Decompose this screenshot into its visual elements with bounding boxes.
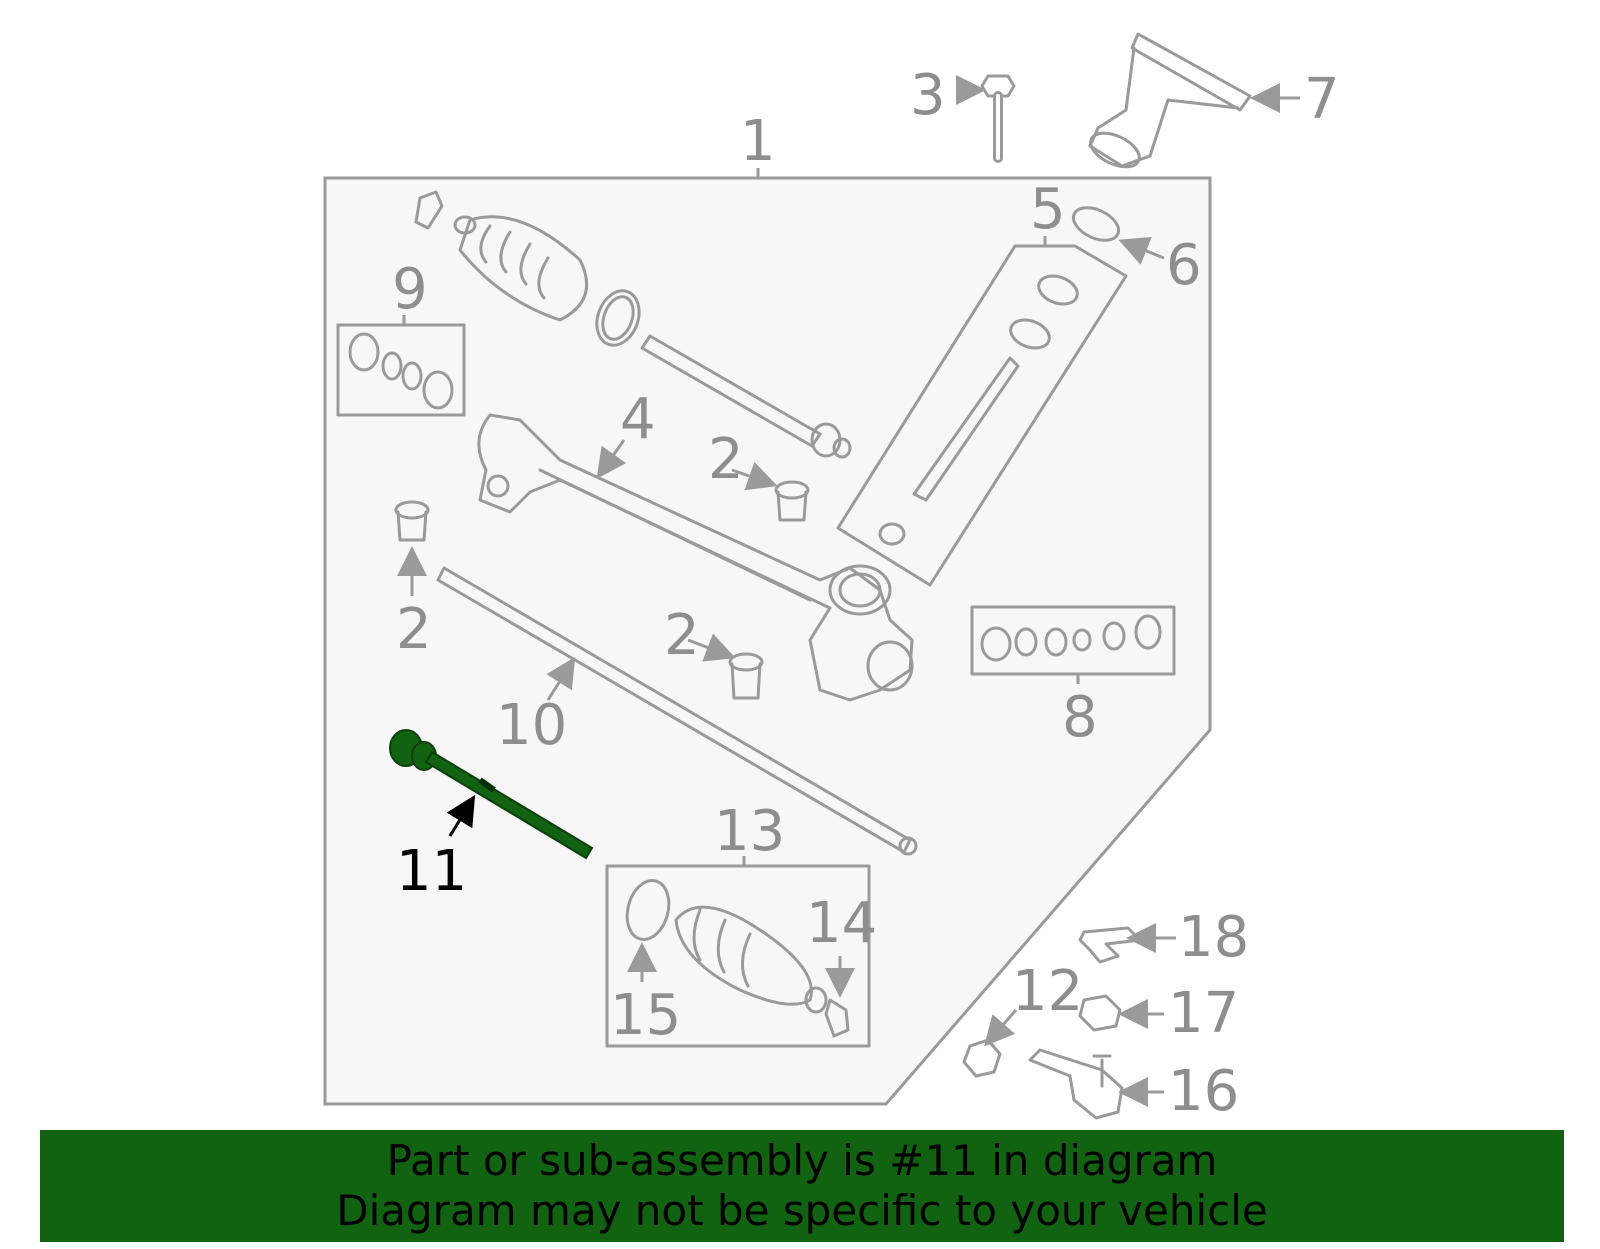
label-2-left: 2 [396,597,432,662]
leader-11 [446,794,476,837]
leader-2-bottom [687,633,736,662]
label-17: 17 [1168,981,1239,1046]
label-4: 4 [620,387,656,452]
leader-6 [1118,236,1165,265]
label-18: 18 [1178,905,1249,970]
inner-tie-rod-gray [640,334,852,459]
label-14: 14 [806,891,877,956]
label-7: 7 [1304,67,1340,132]
outer-tie-rod-end-16 [1028,1048,1124,1120]
boot-kit-box-13 [605,864,871,1048]
leader-10 [546,656,576,701]
label-13: 13 [714,799,785,864]
nut-17 [1078,994,1122,1032]
label-15: 15 [610,983,681,1048]
leader-2-top [731,461,778,491]
pinion-parts-5 [878,274,1079,546]
bolt-part-3 [980,74,1016,163]
label-11: 11 [396,839,467,904]
label-16: 16 [1168,1059,1239,1124]
boot-kit-13-parts [625,879,850,1038]
label-6: 6 [1166,233,1202,298]
pinion-box-5 [836,244,1128,587]
label-1: 1 [740,109,776,174]
rack-housing-4 [477,413,914,702]
bushing-2-left [394,500,430,542]
banner-line-1: Part or sub-assembly is #11 in diagram [386,1136,1218,1185]
bracket-part-7 [1088,32,1252,169]
label-9: 9 [392,257,428,322]
bushing-2-bottom [728,652,764,700]
label-5: 5 [1030,177,1066,242]
seal-kit-box-9 [336,323,466,417]
inner-tie-rod-11[interactable] [389,729,594,860]
leader-12 [984,1009,1018,1047]
info-banner: Part or sub-assembly is #11 in diagram D… [40,1130,1564,1242]
clip-18 [1078,926,1142,964]
label-3: 3 [910,63,946,128]
label-8: 8 [1062,685,1098,750]
label-2-top: 2 [708,427,744,492]
banner-line-2: Diagram may not be specific to your vehi… [336,1186,1268,1235]
boot-assembly-top [414,190,641,347]
o-ring-6 [1071,206,1121,242]
seal-kit-9-seals [348,332,454,410]
leader-4 [596,439,627,479]
label-10: 10 [496,693,567,758]
label-12: 12 [1012,959,1083,1024]
rack-bar-10 [436,566,918,856]
nut-12 [962,1038,1002,1078]
seal-kit-box-8 [970,605,1176,676]
label-2-bottom: 2 [664,603,700,668]
seal-kit-8-seals [980,614,1162,662]
